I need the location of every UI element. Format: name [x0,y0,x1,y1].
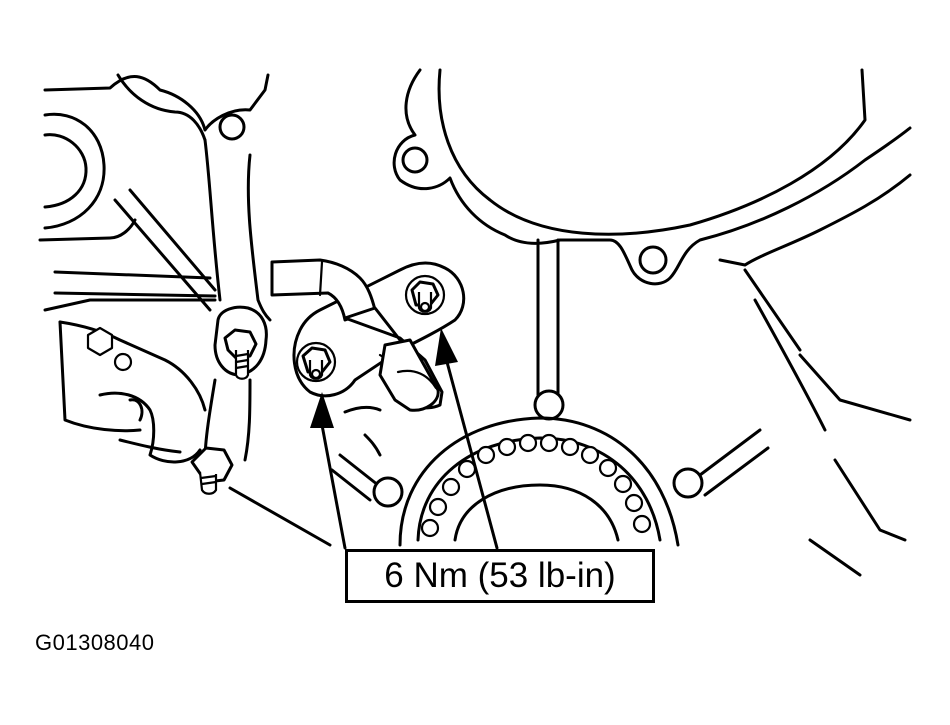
wheel-holes [420,433,652,538]
lower-rod [228,453,404,547]
arrow-head-left [310,392,334,428]
arrow-head-right [435,328,458,366]
torque-callout-label: 6 Nm (53 lb-in) [384,556,616,595]
torque-callout: 6 Nm (53 lb-in) [345,549,655,603]
callout-arrows [310,328,499,550]
trigger-wheel [398,416,680,547]
figure-id: G01308040 [35,630,155,655]
left-stud-lower [190,446,234,495]
upper-housing [218,68,912,577]
left-casting [38,73,272,464]
left-stud-upper [213,305,268,380]
sensor-bracket [270,258,466,457]
